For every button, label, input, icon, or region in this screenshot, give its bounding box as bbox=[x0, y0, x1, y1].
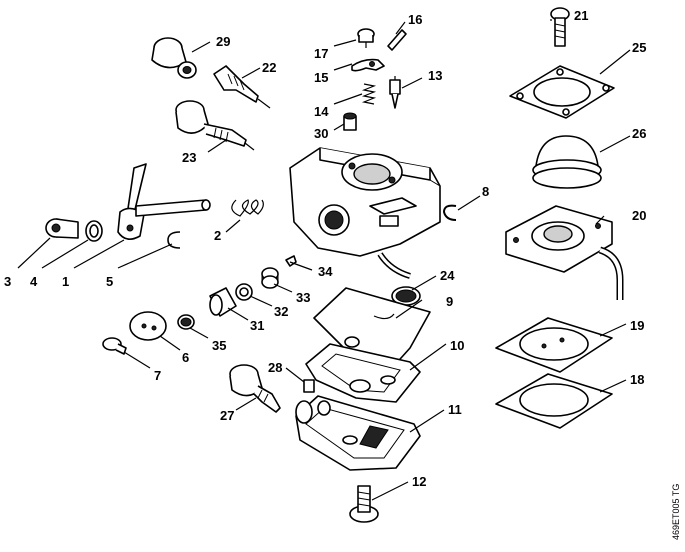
callout-24: 24 bbox=[440, 268, 455, 283]
part-23-adjusting-screw bbox=[175, 100, 255, 151]
callout-22: 22 bbox=[262, 60, 276, 75]
callout-8: 8 bbox=[482, 184, 489, 199]
part-31-plug bbox=[209, 287, 237, 317]
part-12-screw bbox=[349, 485, 379, 523]
callout-27: 27 bbox=[220, 408, 234, 423]
part-33-spring bbox=[261, 267, 279, 289]
callout-13: 13 bbox=[428, 68, 442, 83]
callout-26: 26 bbox=[632, 126, 646, 141]
callout-17: 17 bbox=[314, 46, 328, 61]
carburetor-body bbox=[289, 147, 441, 279]
callout-7: 7 bbox=[154, 368, 161, 383]
part-19-pump-diaphragm bbox=[495, 317, 613, 373]
part-14-spring bbox=[361, 83, 377, 105]
leader-lines bbox=[17, 19, 631, 501]
callout-28: 28 bbox=[268, 360, 282, 375]
callout-5: 5 bbox=[106, 274, 113, 289]
callout-20: 20 bbox=[632, 208, 646, 223]
callout-35: 35 bbox=[212, 338, 226, 353]
callout-31: 31 bbox=[250, 318, 264, 333]
callout-16: 16 bbox=[408, 12, 422, 27]
callout-23: 23 bbox=[182, 150, 196, 165]
part-22-adjusting-screw bbox=[213, 65, 271, 109]
part-27-adjusting-screw bbox=[229, 364, 281, 413]
part-11-cover bbox=[295, 395, 421, 471]
part-7-screw bbox=[102, 337, 127, 355]
part-17-screw bbox=[357, 28, 375, 48]
part-24-strainer bbox=[391, 286, 421, 306]
part-2-spring bbox=[231, 199, 264, 217]
callout-25: 25 bbox=[632, 40, 646, 55]
part-30-plug bbox=[343, 112, 357, 131]
part-10-metering-diaphragm bbox=[305, 343, 421, 403]
part-25-gasket bbox=[509, 65, 615, 119]
part-16-pin bbox=[387, 29, 407, 51]
part-26-primer-bulb bbox=[532, 135, 602, 189]
part-34-screen bbox=[285, 255, 297, 267]
part-32-ring bbox=[235, 283, 253, 301]
callout-3: 3 bbox=[4, 274, 11, 289]
callout-labels: 29 22 23 16 17 15 13 14 30 21 25 26 20 8… bbox=[4, 8, 646, 489]
part-28-pin bbox=[303, 379, 315, 393]
part-21-screw bbox=[550, 7, 570, 47]
callout-2: 2 bbox=[214, 228, 221, 243]
part-8-circlip bbox=[443, 204, 457, 221]
callout-19: 19 bbox=[630, 318, 644, 333]
part-6-throttle-plate bbox=[129, 311, 167, 341]
part-20-pump-housing bbox=[505, 205, 624, 300]
callout-14: 14 bbox=[314, 104, 329, 119]
callout-6: 6 bbox=[182, 350, 189, 365]
callout-12: 12 bbox=[412, 474, 426, 489]
part-1-throttle-shaft bbox=[117, 163, 211, 240]
callout-11: 11 bbox=[448, 402, 462, 417]
part-18-gasket bbox=[495, 373, 613, 429]
part-3-nut bbox=[45, 218, 79, 239]
callout-9: 9 bbox=[446, 294, 453, 309]
part-15-lever bbox=[351, 58, 385, 72]
part-35-screen bbox=[177, 314, 195, 330]
callout-34: 34 bbox=[318, 264, 333, 279]
reference-code: 469ET005 TG bbox=[671, 484, 681, 540]
part-4-washer bbox=[85, 220, 103, 242]
callout-15: 15 bbox=[314, 70, 328, 85]
callout-21: 21 bbox=[574, 8, 588, 23]
callout-4: 4 bbox=[30, 274, 38, 289]
part-5-circlip bbox=[167, 231, 181, 249]
callout-32: 32 bbox=[274, 304, 288, 319]
callout-10: 10 bbox=[450, 338, 464, 353]
callout-1: 1 bbox=[62, 274, 69, 289]
callout-18: 18 bbox=[630, 372, 644, 387]
callout-29: 29 bbox=[216, 34, 230, 49]
part-13-needle bbox=[389, 76, 401, 109]
part-29-cap bbox=[151, 37, 197, 79]
callout-33: 33 bbox=[296, 290, 310, 305]
callout-30: 30 bbox=[314, 126, 328, 141]
